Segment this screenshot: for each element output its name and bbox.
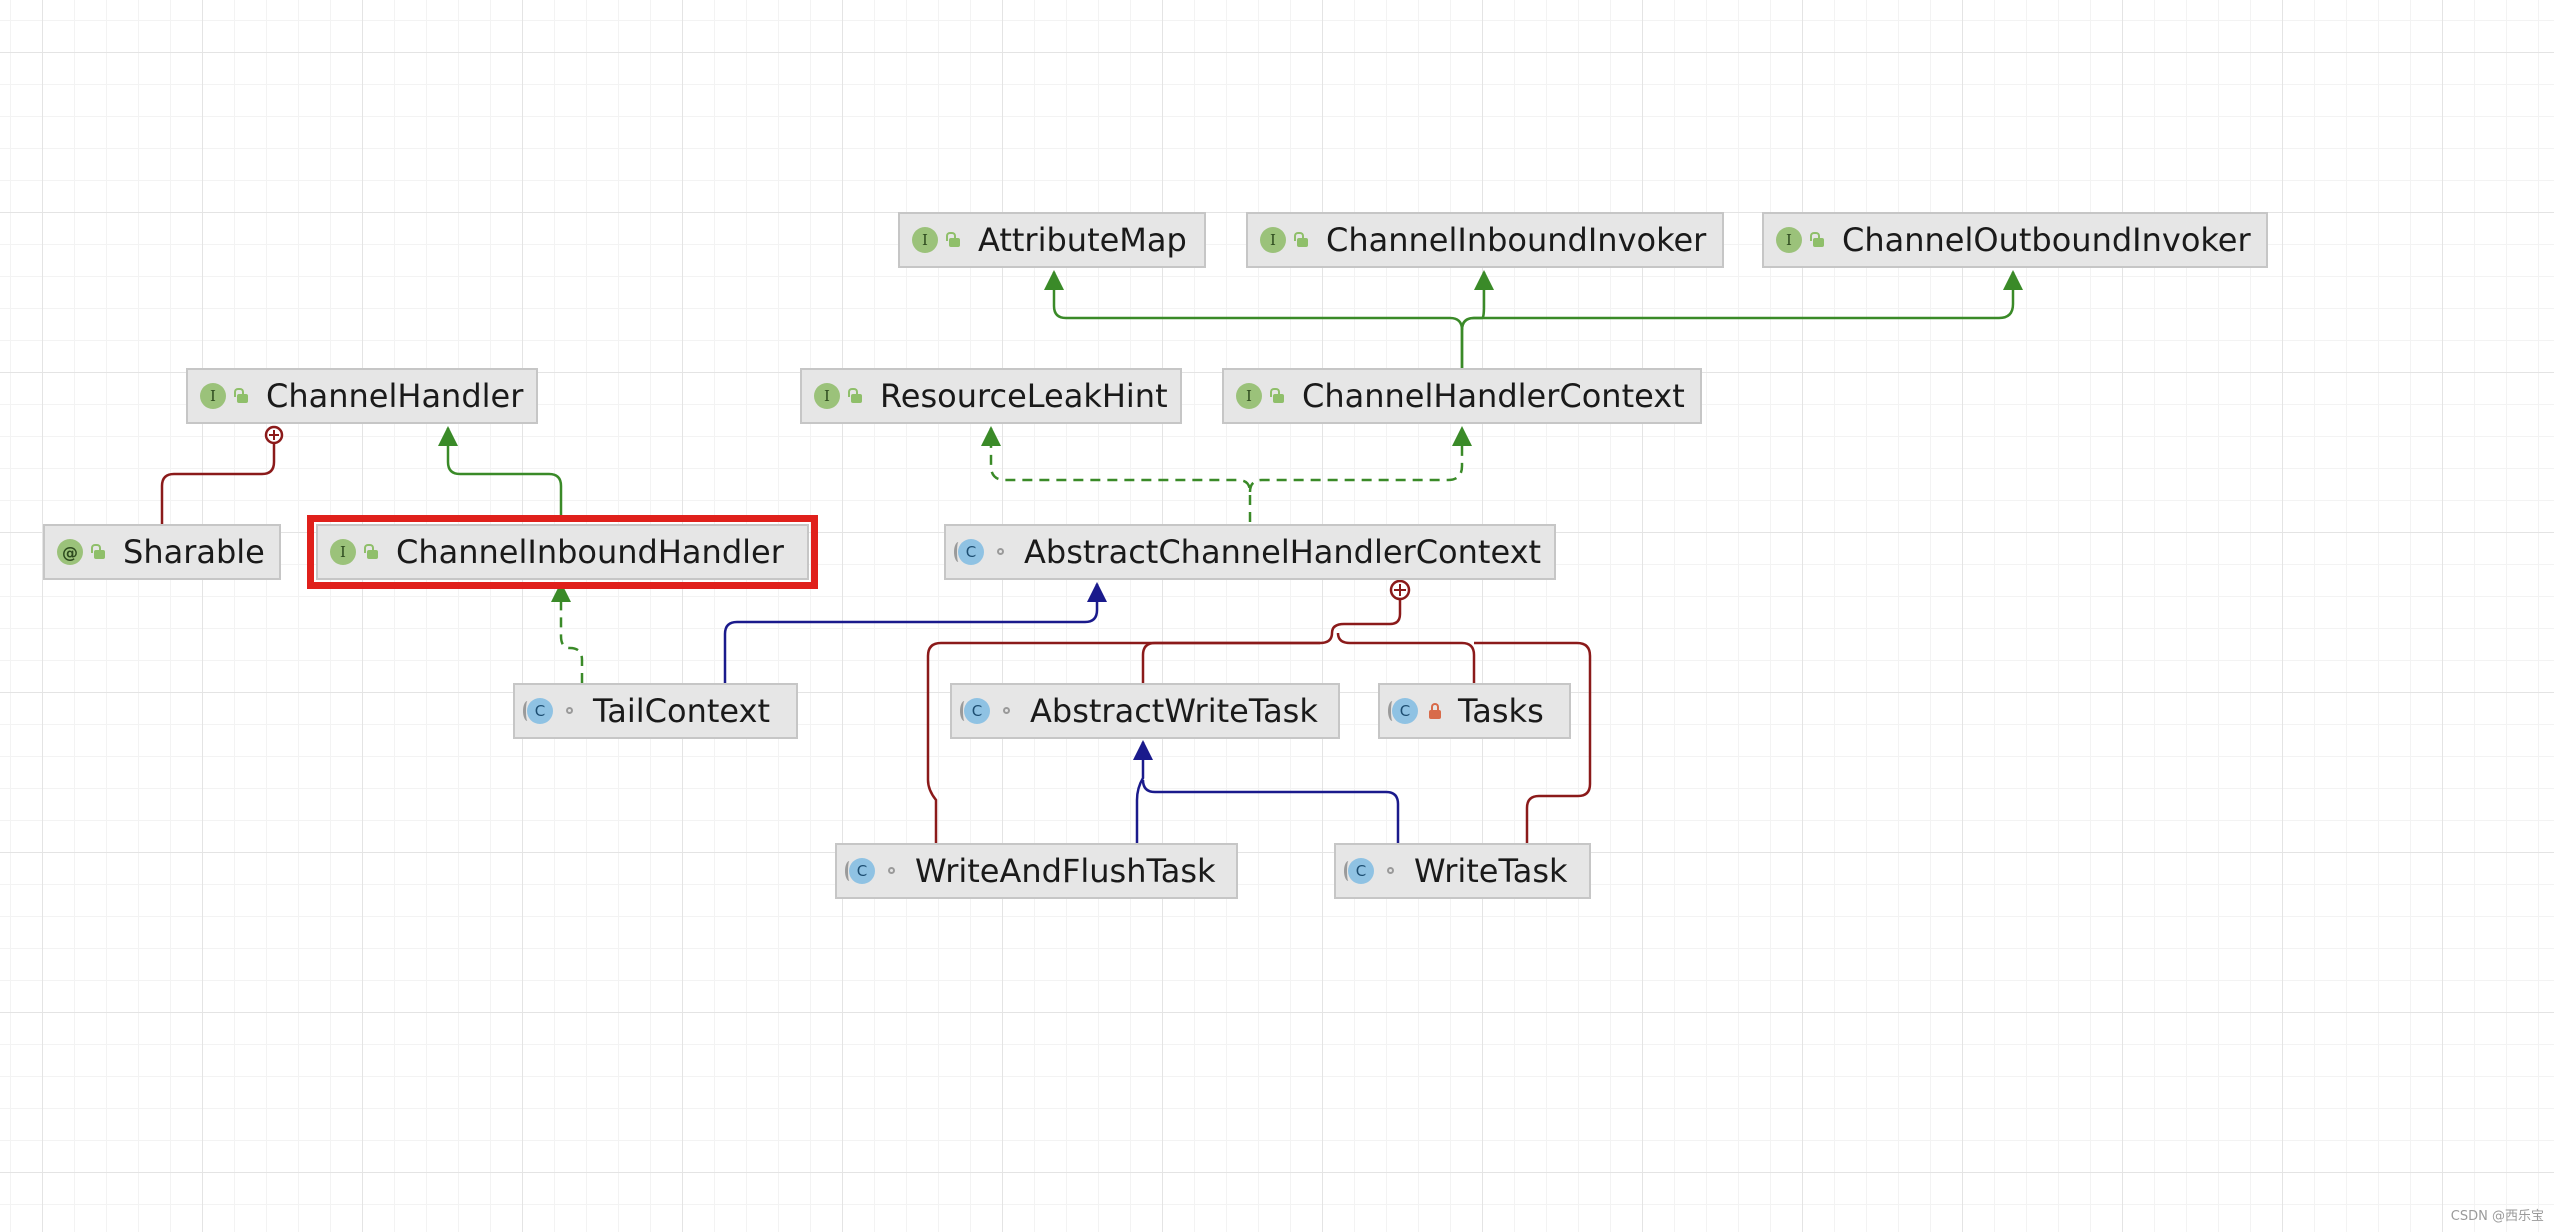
edge-wt-achc <box>1474 641 1592 843</box>
uml-node-label: WriteAndFlushTask <box>915 852 1216 890</box>
public-visibility-icon <box>234 387 252 405</box>
interface-icon: I <box>330 539 356 565</box>
uml-node-write-and-flush-task[interactable]: C WriteAndFlushTask <box>835 843 1238 899</box>
edge-awt-achc <box>1141 600 1402 683</box>
edge-tail-cih <box>551 582 584 683</box>
abstract-icon: C <box>960 698 990 724</box>
package-visibility-icon <box>883 862 901 880</box>
edge-wft-achc <box>926 641 1320 843</box>
uml-node-channel-inbound-handler[interactable]: I ChannelInboundHandler <box>307 515 818 589</box>
edge-chc-attributemap <box>1044 270 1464 370</box>
uml-node-label: ChannelInboundHandler <box>396 533 784 571</box>
package-visibility-icon <box>998 702 1016 720</box>
uml-node-label: ChannelInboundInvoker <box>1326 221 1707 259</box>
uml-node-label: ChannelOutboundInvoker <box>1842 221 2251 259</box>
uml-node-label: TailContext <box>593 692 770 730</box>
uml-node-write-task[interactable]: C WriteTask <box>1334 843 1591 899</box>
edge-achc-resourceleakhint <box>981 426 1252 522</box>
public-visibility-icon <box>1270 387 1288 405</box>
edge-cih-channelhandler <box>438 426 563 518</box>
public-visibility-icon <box>1294 231 1312 249</box>
interface-icon: I <box>1236 383 1262 409</box>
edge-chc-outboundinvoker <box>1460 270 2023 331</box>
uml-node-label: ResourceLeakHint <box>880 377 1168 415</box>
public-visibility-icon <box>848 387 866 405</box>
annotation-icon: @ <box>57 539 83 565</box>
abstract-icon: C <box>1344 858 1374 884</box>
abstract-icon: C <box>1388 698 1418 724</box>
public-visibility-icon <box>1810 231 1828 249</box>
uml-node-label: AbstractChannelHandlerContext <box>1024 533 1542 571</box>
uml-node-tail-context[interactable]: C TailContext <box>513 683 798 739</box>
uml-node-label: ChannelHandler <box>266 377 524 415</box>
uml-node-label: Sharable <box>123 533 265 571</box>
uml-node-label: AttributeMap <box>978 221 1187 259</box>
abstract-icon: C <box>845 858 875 884</box>
abstract-icon: C <box>523 698 553 724</box>
package-visibility-icon <box>1382 862 1400 880</box>
uml-node-sharable[interactable]: @ Sharable <box>43 524 281 580</box>
uml-node-resource-leak-hint[interactable]: I ResourceLeakHint <box>800 368 1182 424</box>
edge-tail-achc <box>723 582 1107 683</box>
public-visibility-icon <box>946 231 964 249</box>
uml-node-attribute-map[interactable]: I AttributeMap <box>898 212 1206 268</box>
edge-wt-awt <box>1141 779 1400 843</box>
uml-node-abstract-channel-handler-context[interactable]: C AbstractChannelHandlerContext <box>944 524 1556 580</box>
package-visibility-icon <box>992 543 1010 561</box>
uml-node-label: AbstractWriteTask <box>1030 692 1318 730</box>
interface-icon: I <box>200 383 226 409</box>
uml-node-label: WriteTask <box>1414 852 1568 890</box>
watermark: CSDN @西乐宝 <box>2450 1209 2544 1224</box>
abstract-icon: C <box>954 539 984 565</box>
public-visibility-icon <box>364 543 382 561</box>
private-visibility-icon <box>1426 702 1444 720</box>
interface-icon: I <box>912 227 938 253</box>
interface-icon: I <box>1776 227 1802 253</box>
uml-node-tasks[interactable]: C Tasks <box>1378 683 1571 739</box>
uml-node-abstract-write-task[interactable]: C AbstractWriteTask <box>950 683 1340 739</box>
package-visibility-icon <box>561 702 579 720</box>
interface-icon: I <box>814 383 840 409</box>
interface-icon: I <box>1260 227 1286 253</box>
edge-sharable-channelhandler <box>160 443 276 524</box>
uml-node-channel-inbound-invoker[interactable]: I ChannelInboundInvoker <box>1246 212 1724 268</box>
uml-node-label: ChannelHandlerContext <box>1302 377 1685 415</box>
uml-node-channel-handler-context[interactable]: I ChannelHandlerContext <box>1222 368 1702 424</box>
uml-node-channel-outbound-invoker[interactable]: I ChannelOutboundInvoker <box>1762 212 2268 268</box>
public-visibility-icon <box>91 543 109 561</box>
edge-tasks-achc <box>1336 632 1476 683</box>
edge-achc-chc <box>1248 426 1472 493</box>
uml-node-channel-handler[interactable]: I ChannelHandler <box>186 368 538 424</box>
edge-wft-awt <box>1133 740 1153 843</box>
uml-node-label: Tasks <box>1458 692 1544 730</box>
